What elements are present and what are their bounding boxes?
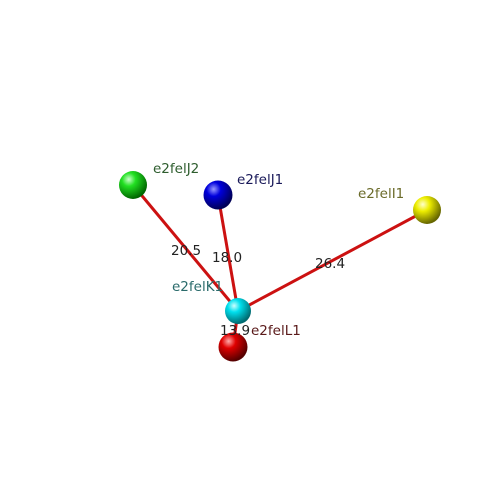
distance-label-i1-k1: 26.4 [315, 256, 345, 272]
atom-i1[interactable] [413, 196, 441, 224]
distance-label-j2-k1: 20.5 [171, 243, 201, 259]
atom-j1[interactable] [203, 180, 233, 210]
bond-j2-k1 [131, 184, 240, 312]
atom-label-k1: e2felK1 [172, 279, 223, 295]
distance-label-l1-k1: 13.9 [220, 323, 250, 339]
atom-l1[interactable] [218, 332, 248, 362]
atom-label-j2: e2felJ2 [153, 161, 199, 177]
atom-k1[interactable] [225, 298, 251, 324]
atom-label-j1: e2felJ1 [237, 172, 283, 188]
bond-j1-k1 [216, 194, 240, 312]
bond-i1-k1 [237, 208, 428, 313]
atom-label-l1: e2felL1 [251, 323, 301, 339]
atom-j2[interactable] [119, 171, 147, 199]
distance-label-j1-k1: 18.0 [212, 250, 242, 266]
atom-label-i1: e2felI1 [358, 186, 404, 202]
